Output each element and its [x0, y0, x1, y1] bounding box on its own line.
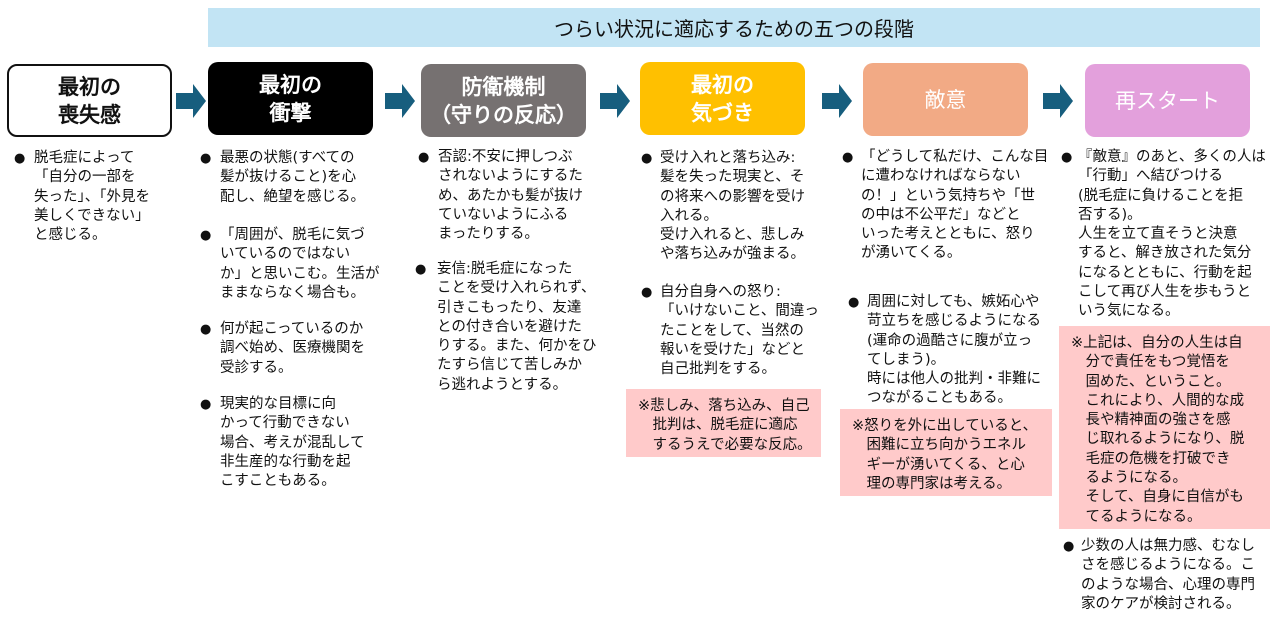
stage4-item: 自分自身への怒り: 「いけないこと、間違っ たことをして、当然の 報いを受けた」…: [660, 284, 819, 378]
bullet-icon: ●: [200, 322, 212, 337]
stage5-item: 「どうして私だけ、こんな目 に遭わなければならない の！」という気持ちや「世 の…: [861, 149, 1049, 262]
stage-initial-shock: 最初の 衝撃: [208, 62, 373, 135]
arrow-right-icon: [822, 84, 852, 118]
bullet-icon: ●: [200, 397, 212, 412]
stage-defense-mechanism: 防衛機制 （守りの反応）: [421, 64, 586, 137]
stage6-item: 『敵意』のあと、多くの人は 「行動」へ結びつける (脱毛症に負けることを拒 否す…: [1078, 149, 1266, 320]
stage2-item: 「周囲が、脱毛に気づ いているのではない か」と思いこむ。生活が ままならなく場…: [220, 227, 380, 301]
stage2-item: 何が起こっているのか 調べ始め、医療機関を 受診する。: [220, 321, 365, 376]
bullet-icon: ●: [200, 151, 212, 166]
bullet-icon: ●: [848, 295, 860, 310]
arrow-right-icon: [176, 84, 206, 118]
stage2-item: 現実的な目標に向 かって行動できない 場合、考えが混乱して 非生産的な行動を起 …: [220, 396, 365, 490]
bullet-icon: ●: [14, 151, 26, 166]
bullet-icon: ●: [415, 262, 427, 277]
stage4-item: 受け入れと落ち込み: 髪を失った現実と、そ の将来への影響を受け 入れる。 受け…: [660, 150, 805, 263]
bullet-icon: ●: [200, 228, 212, 243]
stage3-item: 妄信:脱毛症になった ことを受け入れられず、 引きこもったり、友達 との付き合い…: [437, 261, 597, 393]
bullet-icon: ●: [418, 150, 430, 165]
stage6-note: ※上記は、自分の人生は自 分で責任をもつ覚悟を 固めた、ということ。 これにより…: [1059, 326, 1270, 529]
stage4-note: ※悲しみ、落ち込み、自己 批判は、脱毛症に適応 するうえで必要な反応。: [626, 389, 821, 457]
stage5-note: ※怒りを外に出していると、 困難に立ち向かうエネル ギーが湧いてくる、と心 理の…: [840, 409, 1052, 496]
bullet-icon: ●: [641, 151, 653, 166]
bullet-icon: ●: [641, 285, 653, 300]
bullet-icon: ●: [1063, 539, 1075, 554]
arrow-right-icon: [385, 84, 415, 118]
stage3-item: 否認:不安に押しつぶ されないようにするた め、あたかも髪が抜け ていないように…: [438, 149, 583, 243]
bullet-icon: ●: [1061, 150, 1073, 165]
diagram-title: つらい状況に適応するための五つの段階: [208, 8, 1260, 47]
arrow-right-icon: [600, 84, 630, 118]
stage-initial-loss: 最初の 喪失感: [7, 64, 172, 137]
stage-hostility: 敵意: [863, 63, 1028, 136]
stage5-item: 周囲に対しても、嫉妬心や 苛立ちを感じるようになる (運命の過酷さに腹が立っ て…: [867, 294, 1041, 407]
stage6-item: 少数の人は無力感、むなし さを感じるようになる。こ のような場合、心理の専門 家…: [1081, 538, 1255, 612]
stage1-item: 脱毛症によって 「自分の一部を 失った」、「外見を 美しくできない」 と感じる。: [34, 150, 150, 244]
stage-initial-awareness: 最初の 気づき: [640, 62, 805, 135]
bullet-icon: ●: [842, 150, 854, 165]
arrow-right-icon: [1043, 84, 1073, 118]
stage-restart: 再スタート: [1085, 64, 1250, 137]
stage2-item: 最悪の状態(すべての 髪が抜けること)を心 配し、絶望を感じる。: [220, 150, 365, 205]
